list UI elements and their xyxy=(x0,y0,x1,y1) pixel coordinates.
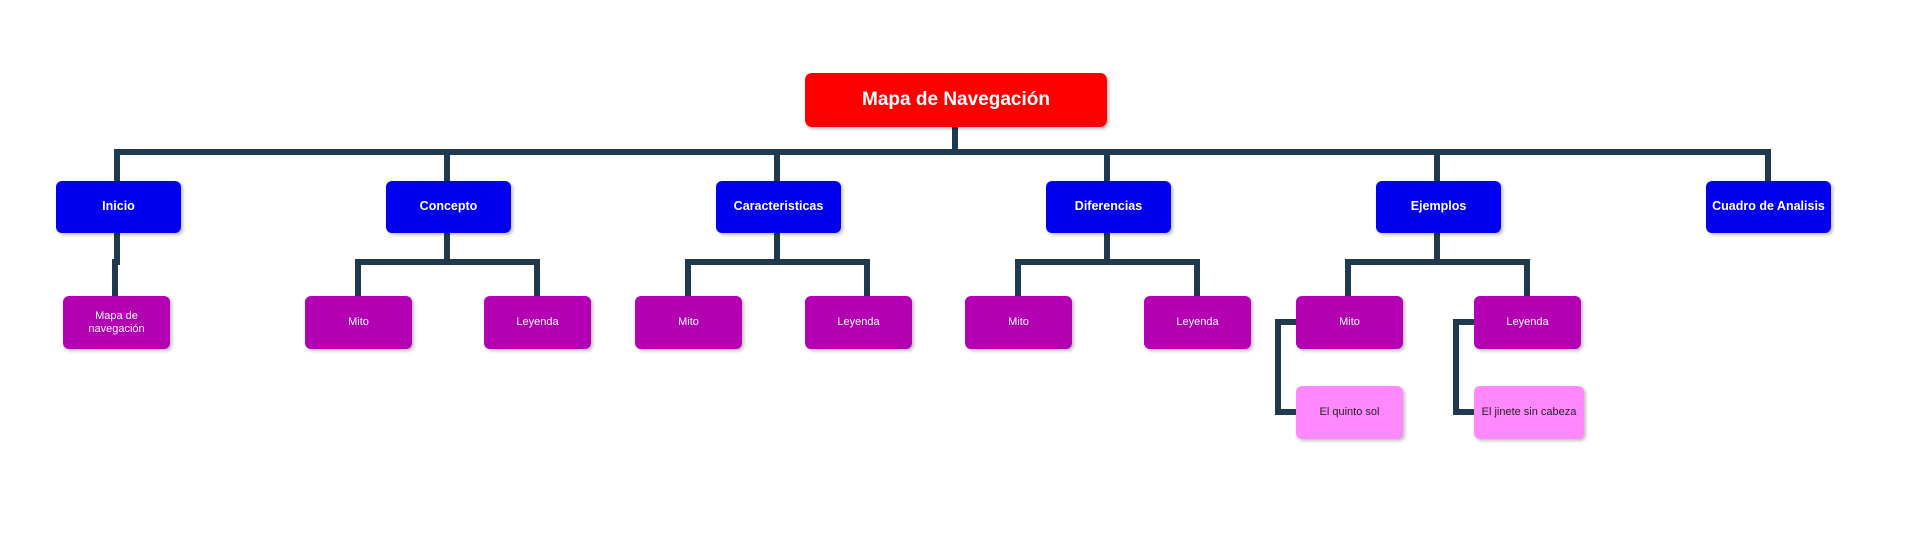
subtopic-diferencias-leyenda: Leyenda xyxy=(1144,296,1251,349)
section-label: Diferencias xyxy=(1074,199,1143,214)
connector-mito-example xyxy=(1275,319,1299,415)
subtopic-label: Leyenda xyxy=(837,316,880,329)
section-inicio: Inicio xyxy=(56,181,181,233)
section-concepto: Concepto xyxy=(386,181,511,233)
subtopic-concepto-mito: Mito xyxy=(305,296,412,349)
section-caracteristicas: Caracteristicas xyxy=(716,181,841,233)
root-node: Mapa de Navegación xyxy=(805,73,1107,127)
section-ejemplos: Ejemplos xyxy=(1376,181,1501,233)
section-label: Ejemplos xyxy=(1410,199,1467,214)
subtopic-label: Mito xyxy=(678,316,699,329)
subtopic-label: Leyenda xyxy=(1176,316,1219,329)
subtopic-label: Mito xyxy=(348,316,369,329)
subtopic-mapa-de-navegacion: Mapa de navegación xyxy=(63,296,170,349)
example-label: El jinete sin cabeza xyxy=(1481,406,1577,419)
connector-ejemplos-branch xyxy=(1345,259,1530,299)
example-el-jinete-sin-cabeza: El jinete sin cabeza xyxy=(1474,386,1584,439)
subtopic-label: Mito xyxy=(1008,316,1029,329)
section-label: Cuadro de Analisis xyxy=(1712,199,1825,214)
example-label: El quinto sol xyxy=(1319,406,1380,419)
subtopic-label: Leyenda xyxy=(516,316,559,329)
subtopic-ejemplos-mito: Mito xyxy=(1296,296,1403,349)
connector-leyenda-example xyxy=(1453,319,1477,415)
connector-caracteristicas-branch xyxy=(685,259,870,299)
subtopic-label: Mapa de navegación xyxy=(88,310,145,335)
connector-diferencias-branch xyxy=(1015,259,1200,299)
section-cuadro-de-analisis: Cuadro de Analisis xyxy=(1706,181,1831,233)
section-label: Concepto xyxy=(419,199,478,214)
subtopic-caracteristicas-mito: Mito xyxy=(635,296,742,349)
section-diferencias: Diferencias xyxy=(1046,181,1171,233)
subtopic-ejemplos-leyenda: Leyenda xyxy=(1474,296,1581,349)
example-el-quinto-sol: El quinto sol xyxy=(1296,386,1403,439)
section-label: Inicio xyxy=(102,199,135,214)
subtopic-label: Leyenda xyxy=(1506,316,1549,329)
connector-concepto-branch xyxy=(355,259,540,299)
subtopic-concepto-leyenda: Leyenda xyxy=(484,296,591,349)
subtopic-diferencias-mito: Mito xyxy=(965,296,1072,349)
root-label: Mapa de Navegación xyxy=(862,88,1050,110)
subtopic-caracteristicas-leyenda: Leyenda xyxy=(805,296,912,349)
subtopic-label: Mito xyxy=(1339,316,1360,329)
connector-inicio-branch xyxy=(112,230,120,299)
section-label: Caracteristicas xyxy=(733,199,824,214)
